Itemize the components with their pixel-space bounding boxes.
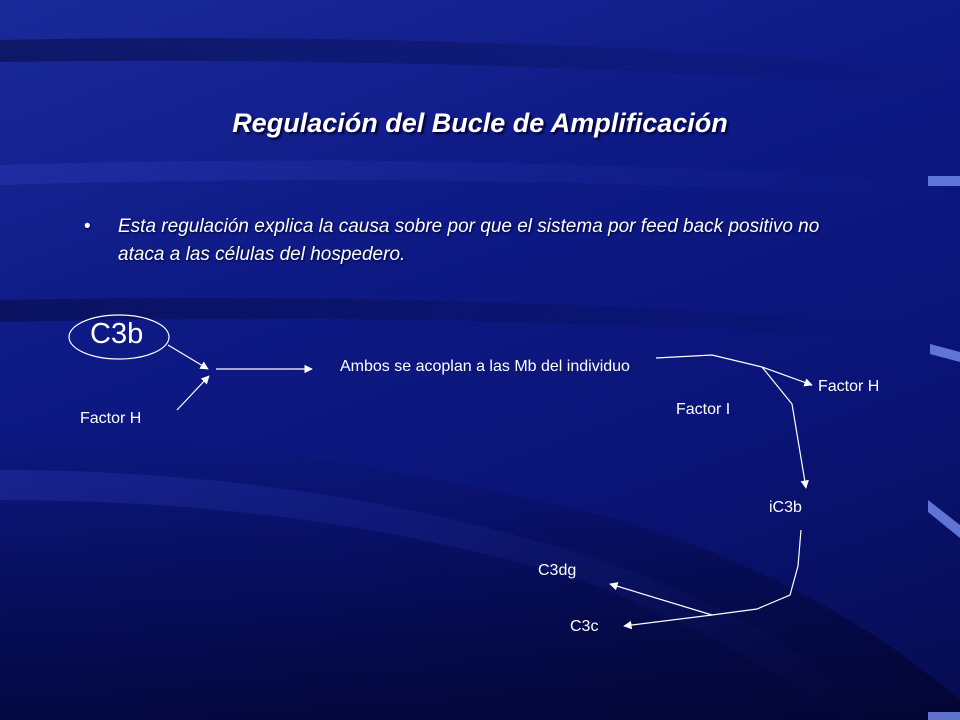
edge-accent <box>928 176 960 186</box>
slide-title: Regulación del Bucle de Amplificación <box>232 108 728 138</box>
bullet-marker: • <box>84 216 91 237</box>
edge-accent <box>928 500 960 538</box>
label-c3dg: C3dg <box>538 562 577 579</box>
swoosh-band <box>0 160 960 200</box>
arrow-to-c3dg <box>609 582 713 616</box>
swoosh-band <box>0 38 960 90</box>
edge-accent <box>928 712 960 720</box>
label-ambos: Ambos se acoplan a las Mb del individuo <box>340 358 630 375</box>
swoosh-band <box>0 470 880 720</box>
bullet-point: • Esta regulación explica la causa sobre… <box>84 213 864 269</box>
label-ic3b: iC3b <box>769 499 802 516</box>
bullet-text: Esta regulación explica la causa sobre p… <box>118 216 820 265</box>
c3b-ellipse <box>68 314 170 360</box>
label-factor-i: Factor I <box>676 401 731 418</box>
arrow-c3b-to-junction <box>167 344 209 370</box>
curve-ic3b-down <box>711 529 802 616</box>
label-factor-h-right: Factor H <box>818 378 880 395</box>
arrow-factorh-to-junction <box>176 375 210 411</box>
arrow-to-c3c <box>623 614 713 630</box>
arrow-to-factorh-right <box>655 354 813 387</box>
edge-accent <box>930 344 960 362</box>
arrow-to-ic3b <box>761 366 809 489</box>
label-factor-h-left: Factor H <box>80 410 142 427</box>
label-c3c: C3c <box>570 618 599 635</box>
swoosh-band <box>0 298 960 345</box>
label-c3b: C3b <box>90 318 144 350</box>
